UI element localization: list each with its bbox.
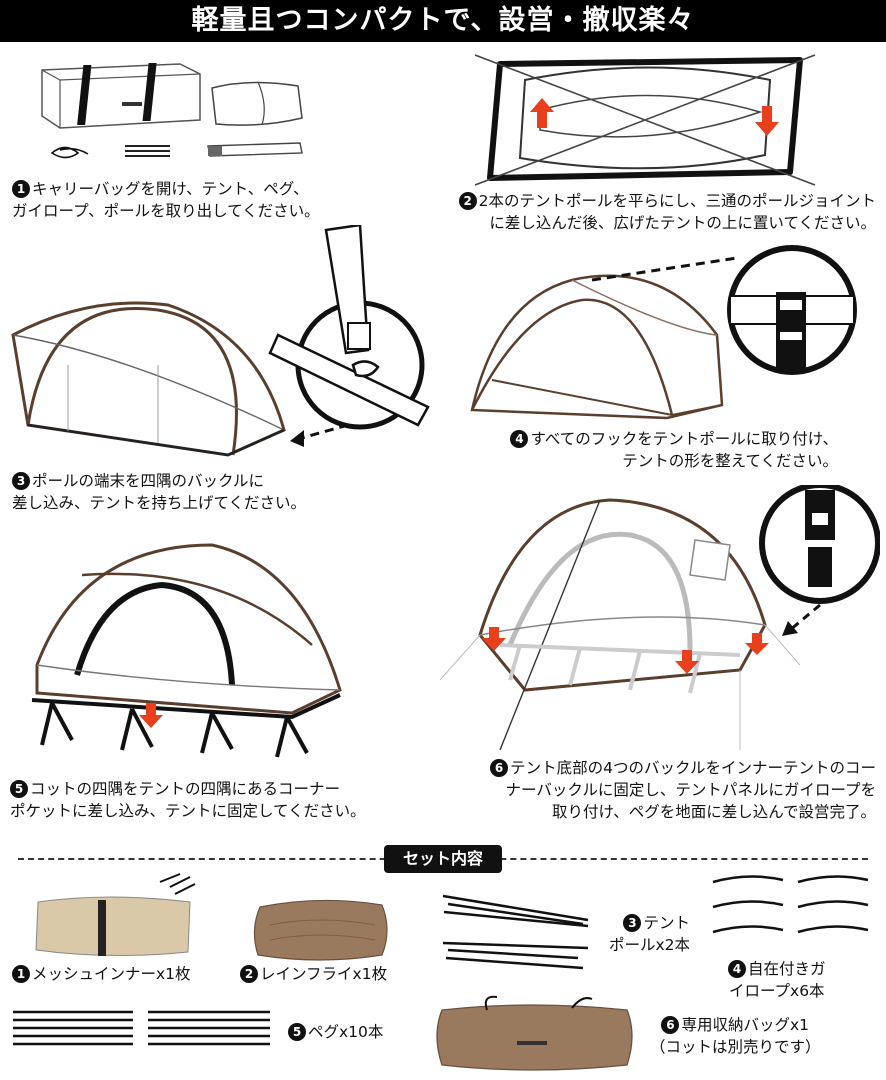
arrow-down-icon <box>745 633 769 655</box>
pole-bundle-icon <box>207 142 303 157</box>
cot-icon <box>31 693 341 758</box>
arrow-down-icon <box>482 627 506 651</box>
step5-illustration <box>31 543 342 758</box>
page-banner-title: 軽量且つコンパクトで、設営・撤収楽々 <box>0 0 886 42</box>
dashed-arrow-icon <box>782 603 821 636</box>
pegs-icon <box>13 1010 270 1046</box>
step2-number-badge: 2 <box>458 192 477 210</box>
storage-bag-icon <box>436 995 633 1071</box>
mesh-inner-icon <box>35 873 196 957</box>
step4-number-badge: 4 <box>510 430 529 448</box>
step2-illustration <box>474 54 816 186</box>
dashed-arrow-icon <box>290 423 349 447</box>
step6-illustration <box>440 485 880 751</box>
step3-illustration <box>11 225 430 457</box>
guy-ropes-icon <box>712 875 869 934</box>
arrow-down-icon <box>755 106 779 136</box>
carry-bag-icon <box>41 63 201 129</box>
arrow-down-icon <box>675 650 699 674</box>
arrow-up-icon <box>530 98 554 128</box>
buckle-zoom-icon <box>268 225 430 430</box>
step1-number-badge: 1 <box>12 180 30 198</box>
rainfly-icon <box>253 899 388 961</box>
folded-tent-icon <box>211 81 303 126</box>
step3-number-badge: 3 <box>12 472 30 490</box>
tent-poles-icon <box>442 894 589 970</box>
pegs-icon <box>125 145 170 157</box>
step1-illustration <box>41 63 303 159</box>
rope-icon <box>50 146 89 159</box>
step6-number-badge: 6 <box>490 759 509 777</box>
dashed-line-icon <box>591 256 738 282</box>
set-contents-label: セット内容 <box>384 845 502 873</box>
step4-illustration <box>470 245 857 420</box>
buckle-zoom-icon <box>759 485 880 604</box>
hook-zoom-icon <box>727 245 857 375</box>
arrow-down-icon <box>139 703 163 728</box>
step5-number-badge: 5 <box>10 780 28 798</box>
